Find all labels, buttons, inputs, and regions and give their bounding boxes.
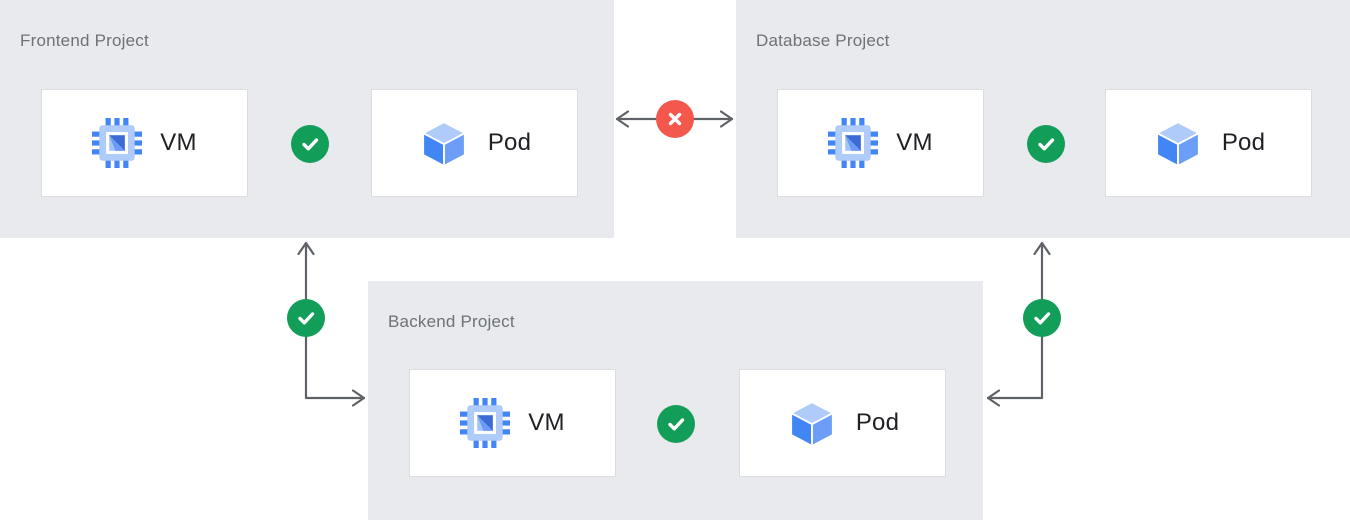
database-internal-allowed-badge — [1026, 124, 1065, 163]
frontend-backend-allowed-badge — [287, 299, 325, 337]
frontend-database-denied-badge — [655, 100, 694, 138]
pod-node-label: Pod — [1221, 129, 1266, 156]
database-vm-node: VM — [777, 89, 984, 197]
backend-internal-allowed-badge — [657, 404, 695, 443]
checkmark-icon — [1037, 137, 1054, 150]
processor-chip-icon — [92, 118, 143, 168]
database-project-title: Database Project — [756, 31, 890, 50]
backend-project-title: Backend Project — [388, 312, 515, 331]
pod-node-label: Pod — [855, 409, 900, 436]
checkmark-icon — [301, 137, 318, 150]
frontend-vm-node: VM — [41, 89, 248, 197]
vm-node-label: VM — [160, 129, 197, 156]
processor-chip-icon — [460, 398, 511, 448]
database-backend-allowed-badge — [1023, 299, 1061, 337]
cube-icon — [786, 398, 838, 448]
backend-pod-node: Pod — [739, 369, 946, 477]
checkmark-icon — [298, 312, 315, 325]
cube-icon — [418, 118, 470, 168]
vm-node-label: VM — [896, 129, 933, 156]
frontend-project-title: Frontend Project — [20, 31, 149, 50]
checkmark-icon — [668, 417, 685, 430]
arrow-frontend-backend — [297, 241, 366, 407]
pod-node-label: Pod — [487, 129, 532, 156]
backend-vm-node: VM — [409, 369, 616, 477]
frontend-pod-node: Pod — [371, 89, 578, 197]
arrow-database-backend — [986, 241, 1051, 407]
database-pod-node: Pod — [1105, 89, 1312, 197]
frontend-internal-allowed-badge — [290, 124, 329, 163]
cross-icon — [668, 112, 681, 126]
vm-node-label: VM — [528, 409, 565, 436]
checkmark-icon — [1034, 312, 1051, 325]
cube-icon — [1152, 118, 1204, 168]
processor-chip-icon — [828, 118, 879, 168]
